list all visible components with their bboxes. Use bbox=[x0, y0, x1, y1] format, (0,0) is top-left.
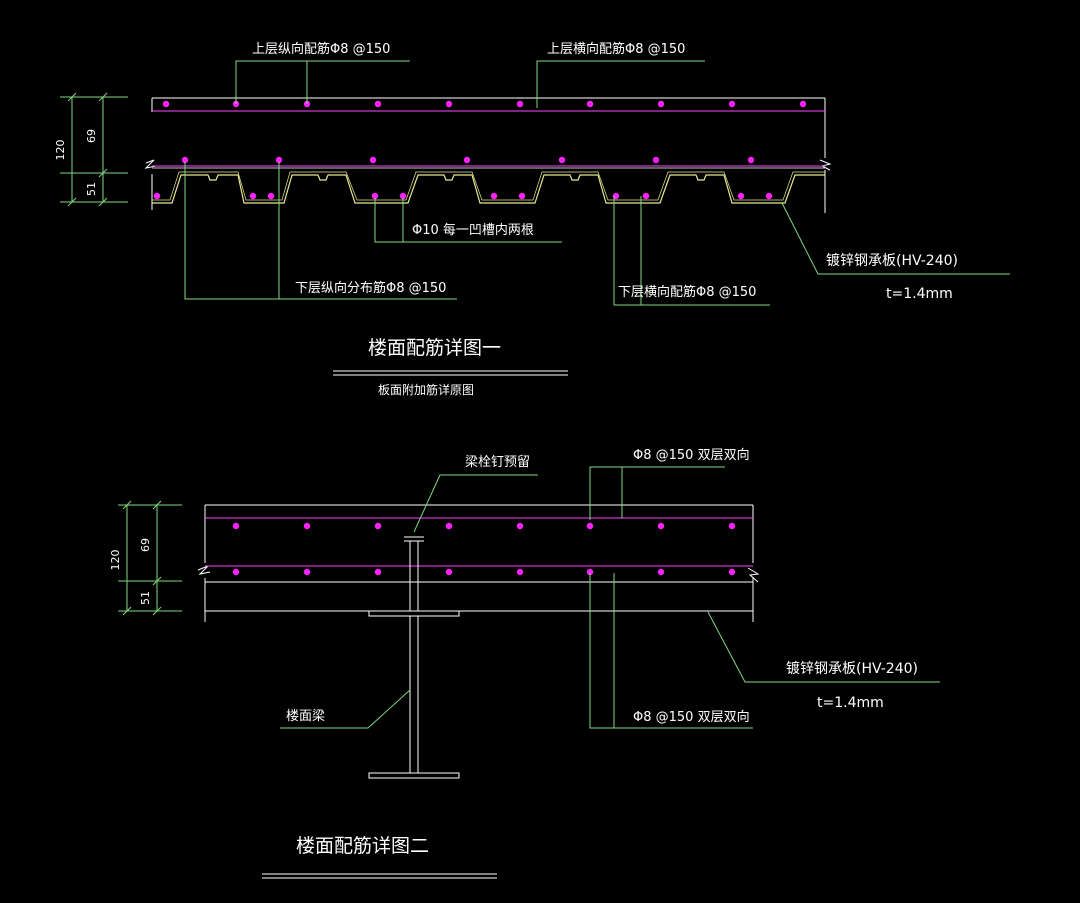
label-stud: 梁栓钉预留 bbox=[465, 455, 530, 470]
rebar-dot bbox=[586, 100, 594, 108]
rebar-dot bbox=[369, 156, 377, 164]
rebar-dot bbox=[516, 568, 524, 576]
label-top-transverse: 上层横向配筋Φ8 @150 bbox=[547, 41, 685, 57]
detail-2-title: 楼面配筋详图二 bbox=[296, 835, 429, 857]
rebar-dot bbox=[232, 568, 240, 576]
rebar-dot bbox=[657, 522, 665, 530]
rebar-dot bbox=[642, 192, 650, 200]
dim2-lower: 51 bbox=[139, 591, 152, 605]
rebar-dot bbox=[652, 156, 660, 164]
dim2-upper: 69 bbox=[139, 538, 152, 552]
bottom-rebar-dots-2 bbox=[232, 568, 736, 576]
rebar-dot bbox=[657, 100, 665, 108]
rebar-dot bbox=[232, 522, 240, 530]
label-bottom-longitudinal: 下层纵向分布筋Φ8 @150 bbox=[295, 280, 446, 296]
bottom-rebar-dots bbox=[181, 156, 755, 164]
rebar-dot bbox=[728, 568, 736, 576]
rebar-dot bbox=[249, 192, 257, 200]
rebar-dot bbox=[303, 568, 311, 576]
label-deck-thickness: t=1.4mm bbox=[886, 286, 953, 302]
rebar-dot bbox=[374, 100, 382, 108]
dimension-lines bbox=[60, 92, 128, 207]
rebar-dot bbox=[765, 192, 773, 200]
break-mark-left bbox=[144, 159, 157, 169]
rebar-dot bbox=[275, 156, 283, 164]
steel-deck-profile-inner bbox=[152, 171, 825, 201]
dim-lower: 51 bbox=[85, 182, 98, 196]
rebar-dot bbox=[516, 100, 524, 108]
rebar-dot bbox=[657, 568, 665, 576]
break-mark-right-2 bbox=[747, 567, 760, 583]
detail-1-subtitle: 板面附加筋详原图 bbox=[378, 382, 474, 397]
label-bottom-transverse: 下层横向配筋Φ8 @150 bbox=[618, 284, 756, 300]
steel-deck-profile bbox=[152, 174, 825, 204]
dimension-lines-2 bbox=[118, 500, 182, 616]
rebar-dot bbox=[518, 192, 526, 200]
rebar-dot bbox=[153, 192, 161, 200]
rebar-dot bbox=[799, 100, 807, 108]
floor-beam bbox=[368, 610, 460, 779]
detail-2: 120 69 51 梁栓钉预留 Φ8 @150 双层双向 Φ8 @150 双层双… bbox=[109, 447, 940, 879]
label-beam: 楼面梁 bbox=[286, 709, 325, 724]
rebar-dot bbox=[371, 192, 379, 200]
label-deck-name-2: 镀锌钢承板(HV-240) bbox=[786, 660, 918, 677]
rebar-dot bbox=[445, 522, 453, 530]
rebar-dot bbox=[445, 568, 453, 576]
label-top-longitudinal: 上层纵向配筋Φ8 @150 bbox=[252, 41, 390, 57]
rebar-dot bbox=[374, 522, 382, 530]
rebar-dot bbox=[399, 192, 407, 200]
rebar-dot bbox=[303, 522, 311, 530]
rebar-dot bbox=[445, 100, 453, 108]
label-deck-thickness-2: t=1.4mm bbox=[817, 695, 884, 711]
label-top-rebar-2: Φ8 @150 双层双向 bbox=[633, 447, 750, 463]
label-rib-bars: Φ10 每一凹槽内两根 bbox=[412, 222, 534, 238]
leader-lines-2 bbox=[280, 466, 940, 729]
rebar-dot bbox=[162, 100, 170, 108]
shear-stud bbox=[404, 536, 424, 611]
rebar-dot bbox=[374, 568, 382, 576]
rebar-dot bbox=[728, 100, 736, 108]
rebar-dot bbox=[181, 156, 189, 164]
label-bottom-rebar-2: Φ8 @150 双层双向 bbox=[633, 709, 750, 725]
rebar-dot bbox=[586, 568, 594, 576]
rebar-dot bbox=[737, 192, 745, 200]
top-rebar-dots-2 bbox=[232, 522, 736, 530]
dim-total: 120 bbox=[54, 140, 67, 161]
dim-upper: 69 bbox=[85, 129, 98, 143]
break-mark-left-2 bbox=[197, 565, 211, 575]
rebar-dot bbox=[728, 522, 736, 530]
dim2-total: 120 bbox=[109, 550, 122, 571]
rebar-dot bbox=[586, 522, 594, 530]
detail-1: 120 69 51 上层纵向配筋Φ8 @150 上层横向配筋Φ8 @150 Φ1… bbox=[54, 41, 1010, 397]
rebar-dot bbox=[516, 522, 524, 530]
detail-1-title: 楼面配筋详图一 bbox=[368, 337, 501, 359]
top-rebar-dots bbox=[162, 100, 807, 108]
rebar-dot bbox=[558, 156, 566, 164]
rebar-dot bbox=[490, 192, 498, 200]
rebar-dot bbox=[747, 156, 755, 164]
rebar-dot bbox=[267, 192, 275, 200]
rib-rebar-dots bbox=[153, 192, 773, 200]
label-deck-name: 镀锌钢承板(HV-240) bbox=[826, 252, 958, 269]
leader-lines bbox=[184, 60, 1010, 306]
rebar-dot bbox=[463, 156, 471, 164]
break-mark-right bbox=[819, 159, 832, 171]
